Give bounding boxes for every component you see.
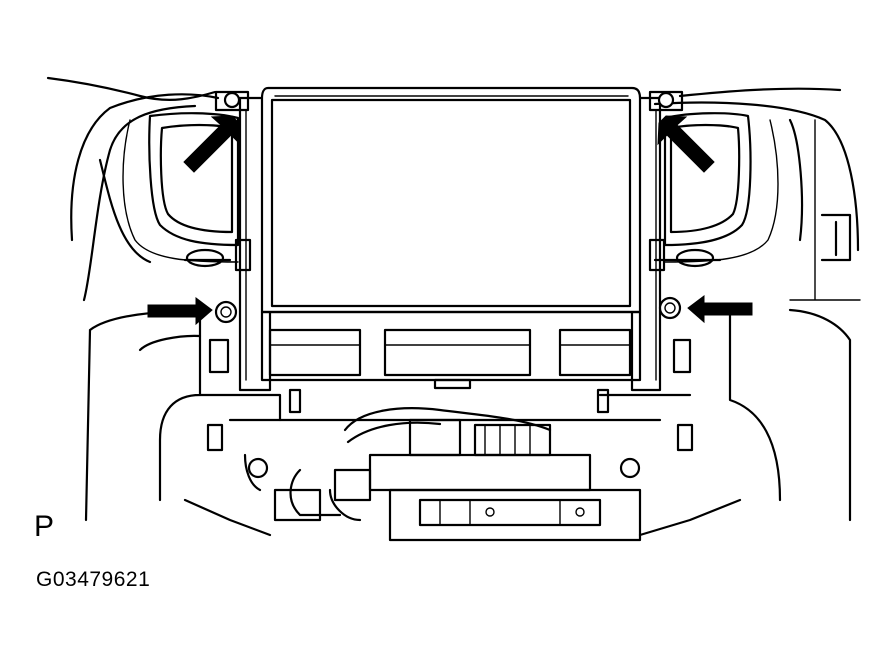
dashboard-upper-trim (46, 76, 860, 302)
mounting-screws (214, 91, 682, 479)
arrow-upper-left (183, 115, 241, 173)
screw-upper-right (657, 91, 675, 109)
screw-lower-right (658, 296, 682, 320)
arrow-upper-right (657, 115, 715, 173)
wiring-harness (273, 407, 642, 542)
center-console-lower (183, 338, 742, 537)
lower-dash-panels (84, 248, 852, 522)
display-lower-housing (260, 310, 642, 390)
arrow-lower-right (687, 295, 753, 324)
right-air-vent (663, 112, 861, 301)
screw-lower-left (214, 300, 238, 324)
screw-upper-left (223, 91, 241, 109)
arrow-lower-left (147, 297, 213, 326)
figure-id: G03479621 (36, 568, 151, 591)
corner-label: P (34, 510, 55, 543)
display-screen (260, 86, 642, 314)
